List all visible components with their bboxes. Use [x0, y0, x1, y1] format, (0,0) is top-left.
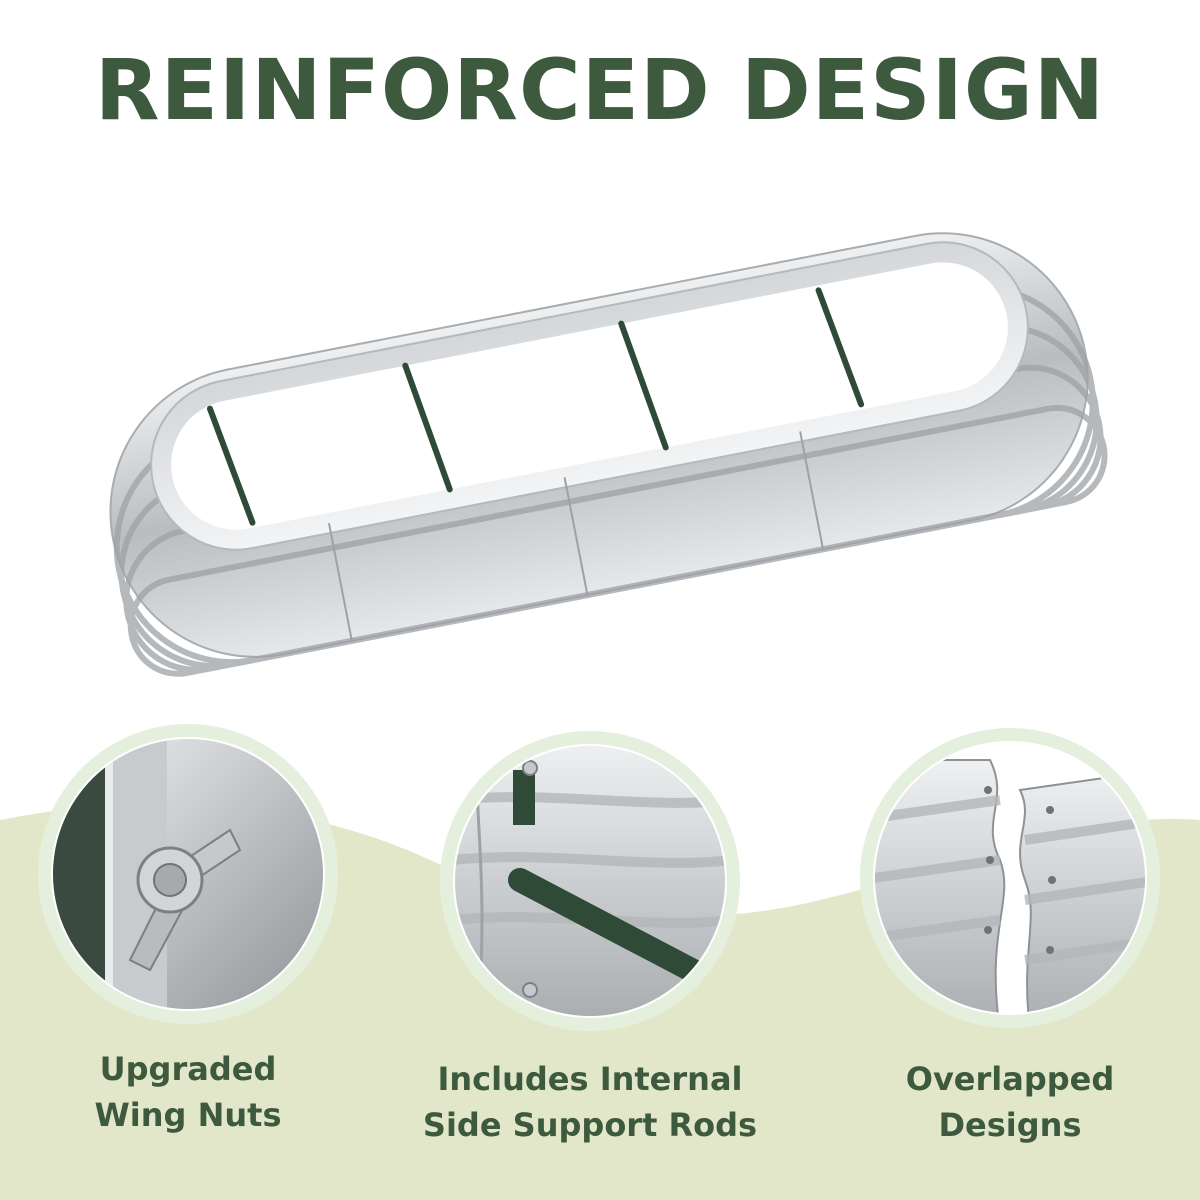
caption-line: Wing Nuts — [94, 1096, 282, 1134]
caption-overlapped: Overlapped Designs — [860, 1056, 1160, 1148]
caption-line: Designs — [938, 1106, 1082, 1144]
caption-line: Includes Internal — [437, 1060, 743, 1098]
wing-nut-icon — [128, 828, 242, 972]
caption-line: Upgraded — [99, 1050, 277, 1088]
caption-line: Side Support Rods — [422, 1106, 758, 1144]
page-title: REINFORCED DESIGN — [94, 41, 1106, 139]
caption-support-rods: Includes Internal Side Support Rods — [410, 1056, 770, 1148]
support-rod-icon — [508, 868, 725, 997]
caption-line: Overlapped — [905, 1060, 1115, 1098]
caption-wing-nuts: Upgraded Wing Nuts — [38, 1046, 338, 1138]
